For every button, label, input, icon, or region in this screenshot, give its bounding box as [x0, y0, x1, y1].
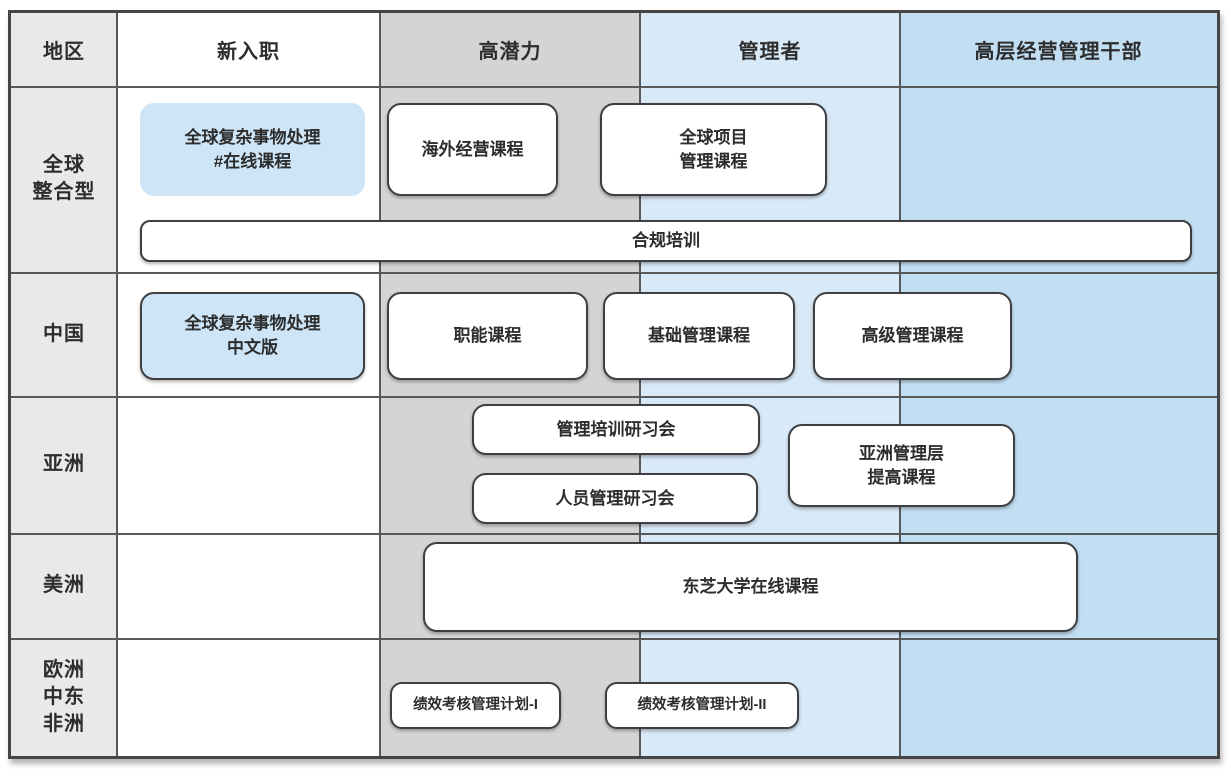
region-label-global: 全球 整合型 [32, 154, 96, 203]
table-inner: 地区 新入职 高潜力 管理者 高层经营管理干部 全球 整合型 中国 亚洲 美洲 … [11, 13, 1217, 756]
header-region: 地区 [43, 41, 85, 63]
header-new-hire: 新入职 [217, 41, 280, 63]
region-label-americas: 美洲 [43, 574, 85, 596]
row-divider [11, 396, 1217, 398]
row-divider [11, 638, 1217, 640]
course-box-global-complex-online: 全球复杂事物处理 #在线课程 [140, 103, 365, 196]
course-box-global-complex-chinese: 全球复杂事物处理 中文版 [140, 292, 365, 380]
column-divider [116, 13, 118, 756]
course-box-toshiba-university-online: 东芝大学在线课程 [423, 542, 1078, 632]
course-box-performance-appraisal-1: 绩效考核管理计划-I [390, 682, 561, 729]
executive-column-background [900, 13, 1217, 756]
course-box-performance-appraisal-2: 绩效考核管理计划-II [605, 682, 799, 729]
region-column-background [11, 13, 117, 756]
course-box-basic-management: 基础管理课程 [603, 292, 795, 380]
column-divider [639, 13, 641, 756]
header-manager: 管理者 [738, 41, 802, 63]
row-divider [11, 533, 1217, 535]
region-label-emea: 欧洲 中东 非洲 [43, 659, 85, 735]
course-box-management-training-workshop: 管理培训研习会 [472, 404, 760, 455]
header-executive: 高层经营管理干部 [974, 41, 1143, 63]
course-box-compliance-training: 合规培训 [140, 220, 1192, 262]
course-box-global-project-management: 全球项目 管理课程 [600, 103, 827, 196]
column-divider [379, 13, 381, 756]
course-box-advanced-management: 高级管理课程 [813, 292, 1012, 380]
row-divider [11, 272, 1217, 274]
header-high-potential: 高潜力 [478, 41, 542, 63]
course-box-overseas-management: 海外经营课程 [387, 103, 558, 196]
region-label-china: 中国 [43, 322, 85, 345]
column-divider [899, 13, 901, 756]
training-matrix-table: 地区 新入职 高潜力 管理者 高层经营管理干部 全球 整合型 中国 亚洲 美洲 … [8, 10, 1220, 759]
course-box-people-management-workshop: 人员管理研习会 [472, 473, 758, 524]
region-label-asia: 亚洲 [43, 453, 85, 475]
row-divider [11, 86, 1217, 88]
course-box-asia-management-improvement: 亚洲管理层 提高课程 [788, 424, 1015, 507]
course-box-functional: 职能课程 [387, 292, 588, 380]
